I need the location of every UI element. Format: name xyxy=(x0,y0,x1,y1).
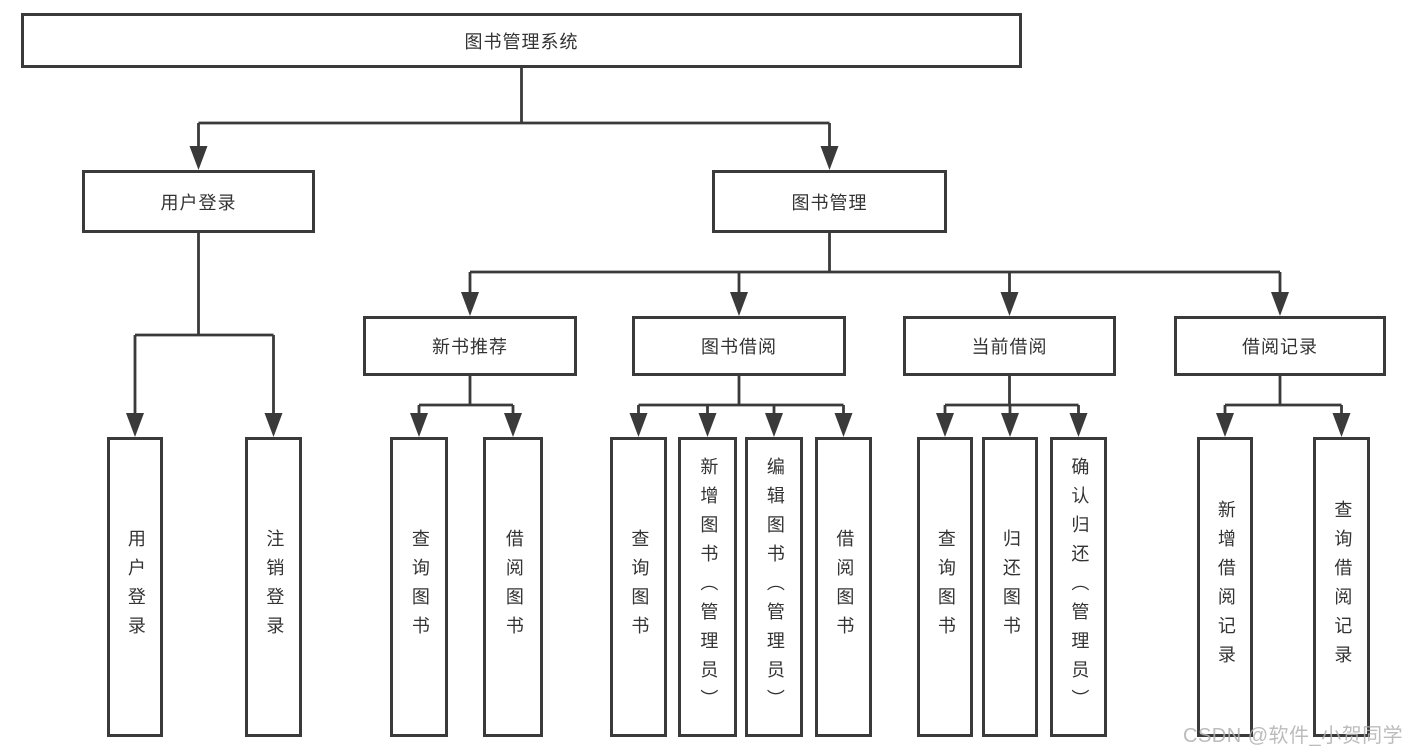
node-label: 借阅记录 xyxy=(1242,337,1318,357)
node-label: 当前借阅 xyxy=(971,337,1048,357)
node-label: 用户登录 xyxy=(125,529,146,645)
leaf-borrow-books-recommend: 借阅图书 xyxy=(483,437,543,737)
arrow-icon xyxy=(765,413,783,437)
node-label: 查询借阅记录 xyxy=(1332,500,1353,674)
connector-root xyxy=(197,68,831,147)
connector-book-borrow xyxy=(637,376,845,414)
node-label: 归还图书 xyxy=(1000,529,1021,645)
arrow-icon xyxy=(629,413,648,437)
arrow-icon xyxy=(1332,413,1351,437)
arrow-icon xyxy=(1000,292,1019,316)
node-label: 图书管理系统 xyxy=(464,31,579,52)
node-label: 借阅图书 xyxy=(834,529,855,645)
connector-current-borrow xyxy=(943,376,1080,414)
node-label: 注销登录 xyxy=(264,529,285,645)
arrow-icon xyxy=(820,146,839,170)
leaf-query-books-current: 查询图书 xyxy=(917,437,973,737)
node-user-login: 用户登录 xyxy=(82,170,315,233)
node-label: 查询图书 xyxy=(935,529,956,645)
arrow-icon xyxy=(834,413,853,437)
node-book-management: 图书管理 xyxy=(712,170,947,233)
node-label: 用户登录 xyxy=(160,192,237,213)
arrow-icon xyxy=(189,146,208,170)
node-label: 图书借阅 xyxy=(701,337,777,357)
arrow-icon xyxy=(1001,413,1019,437)
leaf-edit-books-admin: 编辑图书（管理员） xyxy=(745,437,803,737)
leaf-logout: 注销登录 xyxy=(245,437,302,737)
node-current-borrow: 当前借阅 xyxy=(903,316,1116,376)
node-borrow-records: 借阅记录 xyxy=(1174,316,1386,376)
arrow-icon xyxy=(698,413,717,437)
connector-user-login xyxy=(133,233,275,414)
arrow-icon xyxy=(1216,413,1234,437)
leaf-query-books-borrow: 查询图书 xyxy=(610,437,667,737)
arrow-icon xyxy=(410,413,428,437)
arrow-icon xyxy=(264,413,283,437)
leaf-add-books-admin: 新增图书（管理员） xyxy=(678,437,737,737)
node-label: 图书管理 xyxy=(791,192,868,213)
connector-borrow-records xyxy=(1223,376,1343,414)
arrow-icon xyxy=(1069,413,1088,437)
arrow-icon xyxy=(936,413,954,437)
leaf-borrow-books: 借阅图书 xyxy=(815,437,872,737)
node-label: 新增图书（管理员） xyxy=(698,456,719,718)
node-label: 借阅图书 xyxy=(503,529,524,645)
leaf-query-borrow-record: 查询借阅记录 xyxy=(1313,437,1370,737)
arrow-icon xyxy=(461,292,479,316)
node-new-book-recommend: 新书推荐 xyxy=(363,316,577,376)
csdn-watermark: CSDN @软件_小贺同学 xyxy=(1183,725,1404,747)
arrow-icon xyxy=(126,413,144,437)
node-book-borrow: 图书借阅 xyxy=(632,316,846,376)
leaf-user-login: 用户登录 xyxy=(107,437,163,737)
node-label: 查询图书 xyxy=(629,529,650,645)
node-label: 新书推荐 xyxy=(432,337,508,357)
arrow-icon xyxy=(730,292,748,316)
node-library-management-system: 图书管理系统 xyxy=(21,13,1022,68)
node-label: 确认归还（管理员） xyxy=(1069,456,1090,718)
node-label: 新增借阅记录 xyxy=(1215,500,1236,674)
node-label: 编辑图书（管理员） xyxy=(764,456,785,718)
node-label: 查询图书 xyxy=(409,529,430,645)
arrow-icon xyxy=(504,413,522,437)
arrow-icon xyxy=(1271,292,1289,316)
connector-new-book-recommend xyxy=(417,376,515,414)
connector-book-management xyxy=(468,233,1282,293)
leaf-confirm-return-admin: 确认归还（管理员） xyxy=(1050,437,1107,737)
leaf-return-books: 归还图书 xyxy=(982,437,1038,737)
leaf-add-borrow-record: 新增借阅记录 xyxy=(1197,437,1253,737)
leaf-query-books-recommend: 查询图书 xyxy=(390,437,448,737)
